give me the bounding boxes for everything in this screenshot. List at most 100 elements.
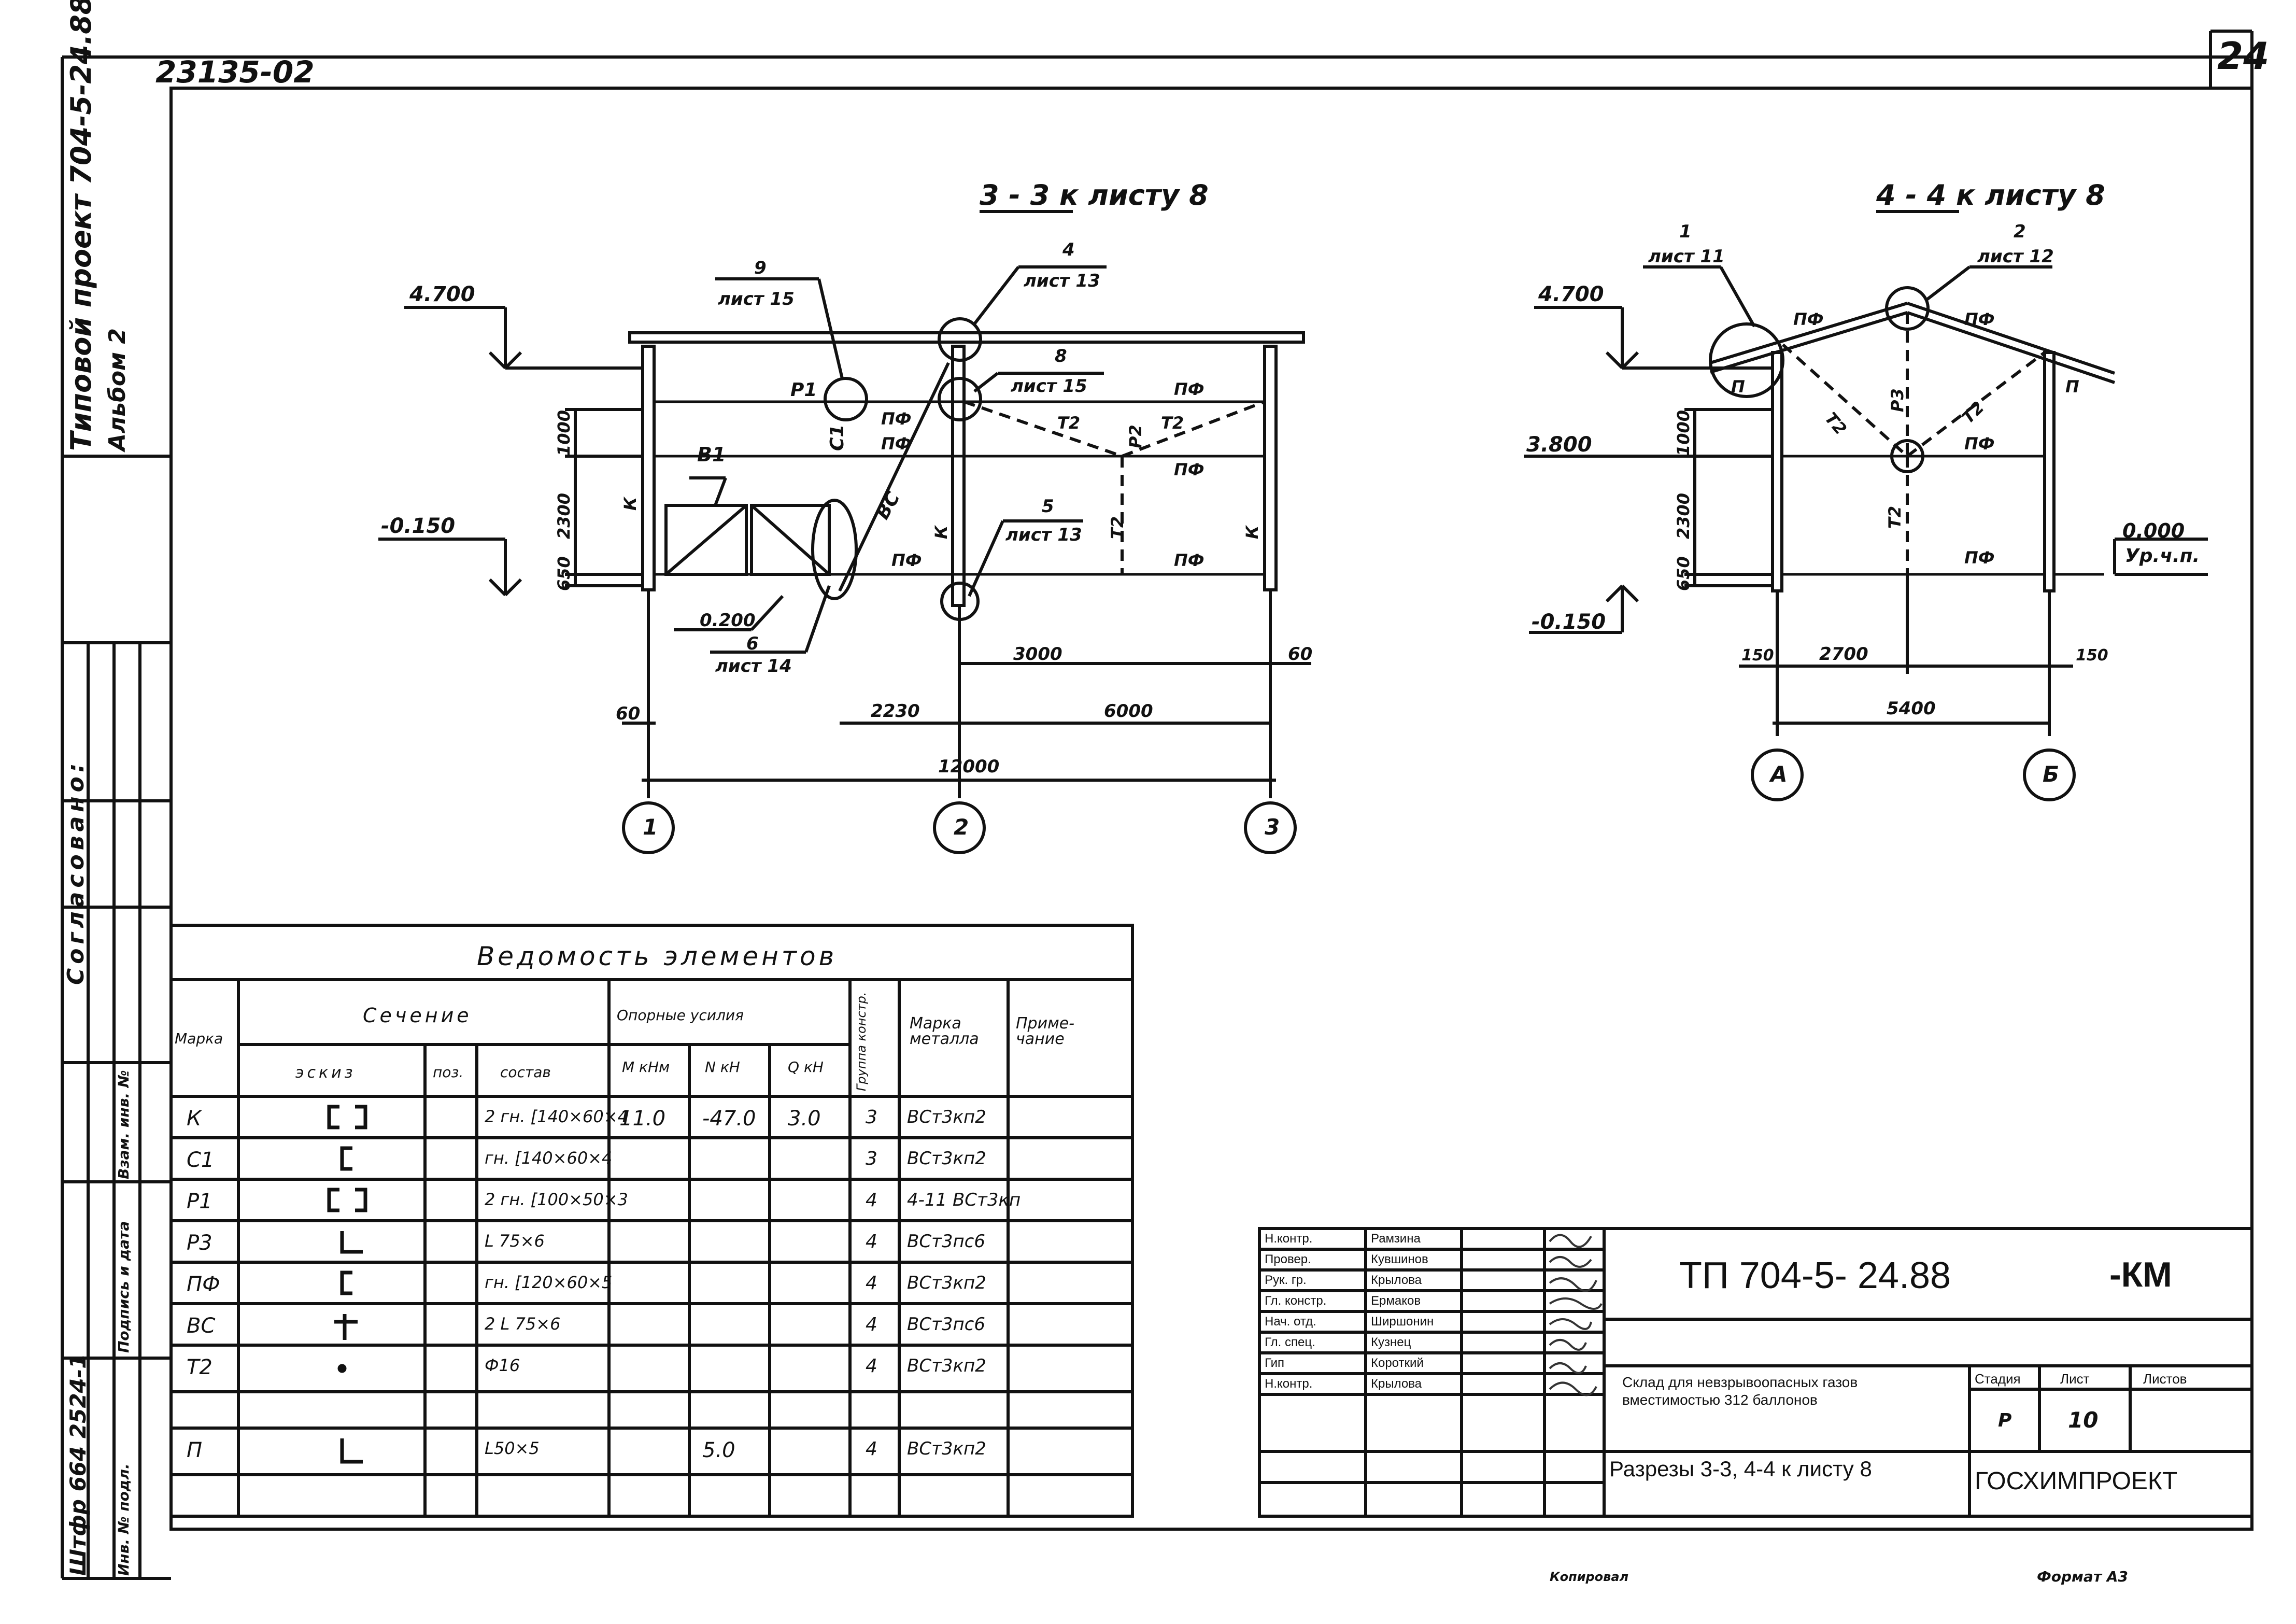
title-code: ТП 704-5- 24.88 bbox=[1679, 1254, 1951, 1297]
level44-zero: 0.000 bbox=[2122, 519, 2185, 542]
col-m: М кНм bbox=[622, 1058, 670, 1076]
dim44-2700: 2700 bbox=[1819, 644, 1868, 665]
member-k-3: К bbox=[1242, 525, 1262, 539]
col-composition: состав bbox=[500, 1064, 551, 1081]
bottom-left-stamp: Штфр 664 2524-1 bbox=[65, 1353, 91, 1576]
dim-12000: 12000 bbox=[938, 756, 1000, 777]
tag-2-num: 2 bbox=[2014, 221, 2026, 242]
member-c1: С1 bbox=[827, 424, 848, 451]
page-number: 24 bbox=[2217, 34, 2270, 78]
inv-label: Инв. № подл. bbox=[115, 1463, 132, 1576]
tb-role: Нач. отд. bbox=[1265, 1315, 1316, 1329]
sign-label: Подпись и дата bbox=[115, 1221, 132, 1353]
tb-name: Кузнец bbox=[1371, 1335, 1411, 1349]
side-title-2: Альбом 2 bbox=[104, 328, 131, 451]
table-cell-group: 4 bbox=[866, 1355, 877, 1377]
member44-pf-1: ПФ bbox=[1793, 309, 1824, 329]
level44-bottom: -0.150 bbox=[1532, 610, 1606, 634]
member-p2: Р2 bbox=[1126, 425, 1145, 448]
table-cell-q: 3.0 bbox=[788, 1107, 821, 1131]
tag-5-num: 5 bbox=[1042, 496, 1054, 517]
col-n: N кН bbox=[705, 1058, 740, 1076]
section-44-title: 4 - 4 к листу 8 bbox=[1876, 179, 2105, 211]
dim-60-left: 60 bbox=[616, 703, 641, 724]
table-cell-steel: ВСт3кп2 bbox=[907, 1438, 986, 1459]
table-cell-comp: 2 гн. [140×60×4 bbox=[485, 1107, 628, 1126]
table-cell-comp: гн. [120×60×5 bbox=[485, 1273, 613, 1292]
member-pf-1: ПФ bbox=[881, 409, 912, 429]
tag-4-num: 4 bbox=[1062, 239, 1075, 260]
stage-label: Стадия bbox=[1975, 1371, 2021, 1387]
level44-top: 4.700 bbox=[1538, 283, 1604, 306]
table-cell-steel: ВСт3пс6 bbox=[907, 1231, 986, 1252]
member-pf-4: ПФ bbox=[1174, 379, 1204, 399]
replace-label: Взам. инв. № bbox=[115, 1070, 132, 1179]
member44-pf-3: ПФ bbox=[1964, 434, 1995, 454]
dim44-150-l: 150 bbox=[1741, 646, 1774, 665]
dim44-650: 650 bbox=[1674, 556, 1693, 591]
tag-1-sheet: лист 11 bbox=[1648, 246, 1725, 267]
footer-copied: Копировал bbox=[1550, 1570, 1629, 1584]
member-b1: В1 bbox=[697, 443, 726, 466]
table-cell-comp: L50×5 bbox=[485, 1438, 540, 1458]
member-pf-3: ПФ bbox=[891, 550, 922, 570]
member-p1: Р1 bbox=[790, 379, 817, 401]
dim44-2300: 2300 bbox=[1674, 492, 1693, 539]
footer-format: Формат А3 bbox=[2037, 1568, 2128, 1585]
member-k-1: К bbox=[620, 497, 640, 511]
member-pf-5: ПФ bbox=[1174, 460, 1204, 479]
dim-2300: 2300 bbox=[554, 492, 574, 539]
doc-code: 23135-02 bbox=[155, 54, 315, 90]
col-mark: Марка bbox=[175, 1030, 223, 1047]
tb-name: Крылова bbox=[1371, 1273, 1422, 1287]
table-cell-mark: К bbox=[187, 1107, 202, 1131]
tb-role: Н.контр. bbox=[1265, 1232, 1313, 1246]
level-bottom: -0.150 bbox=[381, 514, 456, 538]
table-cell-group: 3 bbox=[866, 1107, 877, 1128]
col-pos: поз. bbox=[433, 1064, 464, 1081]
member-k-2: К bbox=[931, 525, 951, 539]
tb-role: Провер. bbox=[1265, 1252, 1311, 1266]
table-cell-mark: ВС bbox=[187, 1314, 216, 1338]
tb-role: Гип bbox=[1265, 1356, 1285, 1370]
side-title-1: Типовой проект 704-5-24.88 bbox=[65, 0, 97, 451]
table-cell-steel: ВСт3кп2 bbox=[907, 1148, 986, 1169]
agreed-label: Согласовано: bbox=[63, 759, 89, 985]
col-q: Q кН bbox=[788, 1058, 824, 1076]
axis-a: А bbox=[1770, 761, 1788, 787]
member-t2-2: Т2 bbox=[1108, 516, 1127, 539]
member44-pf-4: ПФ bbox=[1964, 548, 1995, 568]
col-forces: Опорные усилия bbox=[617, 1007, 744, 1024]
table-cell-steel: ВСт3кп2 bbox=[907, 1107, 986, 1127]
sheets-label: Листов bbox=[2143, 1371, 2187, 1387]
dim44-150-r: 150 bbox=[2076, 646, 2108, 665]
table-cell-steel: ВСт3пс6 bbox=[907, 1314, 986, 1335]
member44-pf-2: ПФ bbox=[1964, 309, 1995, 329]
tb-role: Гл. констр. bbox=[1265, 1294, 1327, 1308]
title-object: Склад для невзрывоопасных газов вместимо… bbox=[1622, 1374, 1858, 1408]
tag-2-sheet: лист 12 bbox=[1977, 246, 2054, 267]
dim-3000: 3000 bbox=[1013, 644, 1062, 665]
level-top: 4.700 bbox=[409, 283, 475, 306]
title-suffix: -КМ bbox=[2109, 1255, 2172, 1294]
table-cell-n: 5.0 bbox=[702, 1438, 735, 1462]
title-code-text: ТП 704-5- 24.88 bbox=[1679, 1255, 1951, 1296]
section-33-title: 3 - 3 к листу 8 bbox=[980, 179, 1209, 211]
tag-1-num: 1 bbox=[1679, 221, 1692, 242]
tag-6-sheet: лист 14 bbox=[715, 656, 792, 676]
axis-b: Б bbox=[2043, 761, 2060, 787]
col-group: Группа констр. bbox=[854, 992, 869, 1091]
table-cell-comp: L 75×6 bbox=[485, 1231, 545, 1251]
member-pf-6: ПФ bbox=[1174, 550, 1204, 570]
table-cell-steel: 4-11 ВСт3кп bbox=[907, 1190, 1021, 1210]
tag-8-num: 8 bbox=[1055, 346, 1067, 366]
tag-9-num: 9 bbox=[754, 258, 767, 278]
axis-3: 3 bbox=[1265, 814, 1280, 840]
tb-name: Крылова bbox=[1371, 1377, 1422, 1391]
tag-8-sheet: лист 15 bbox=[1011, 376, 1087, 397]
table-title: Ведомость элементов bbox=[477, 941, 838, 971]
table-cell-group: 4 bbox=[866, 1273, 877, 1294]
table-cell-steel: ВСт3кп2 bbox=[907, 1355, 986, 1376]
member-t2-3: Т2 bbox=[1161, 413, 1184, 433]
member44-p-1: П bbox=[1731, 377, 1745, 397]
